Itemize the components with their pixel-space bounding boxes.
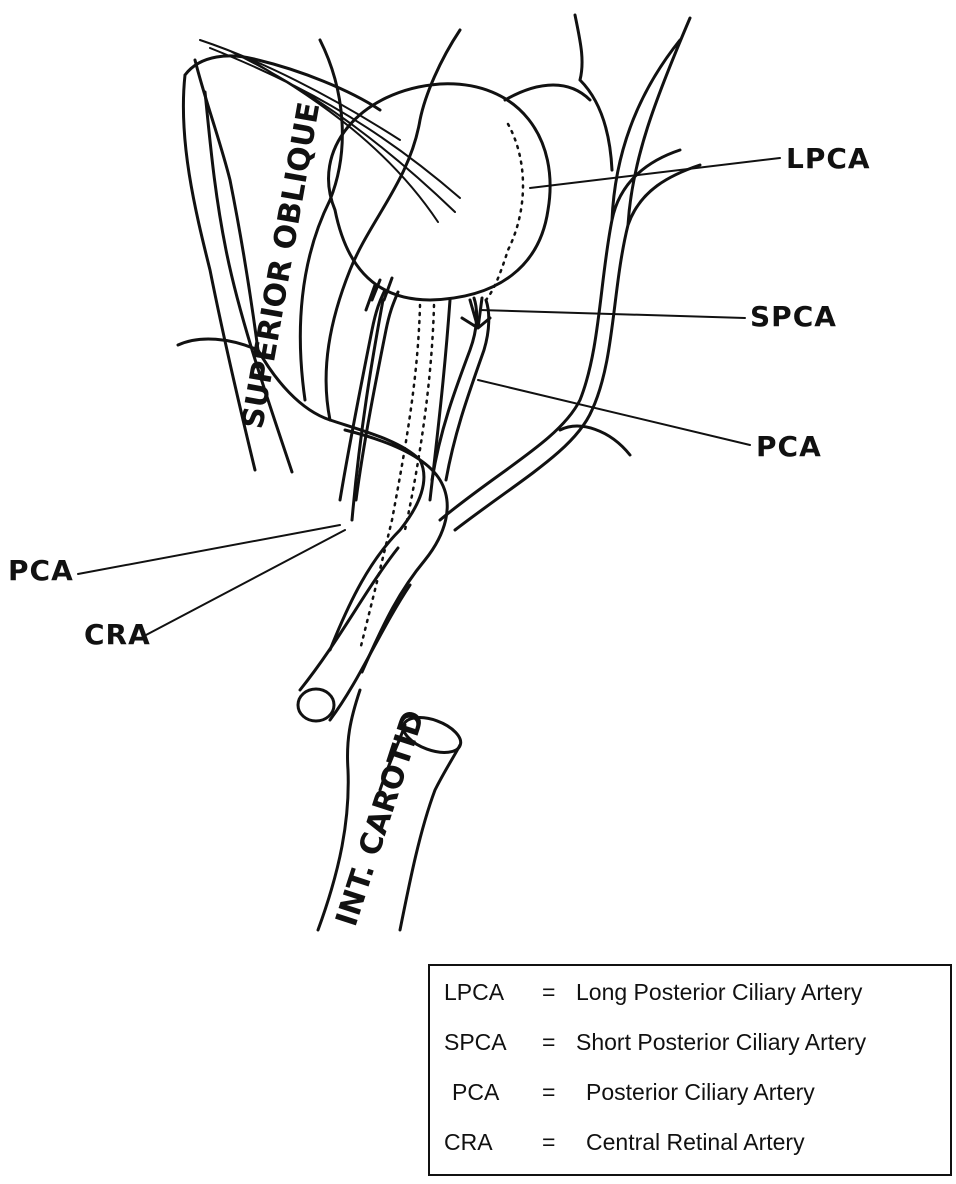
- supraorbital-branch: [326, 30, 460, 420]
- legend-definition: Posterior Ciliary Artery: [586, 1072, 815, 1112]
- cra-label: CRA: [84, 618, 151, 651]
- optic-nerve: [352, 300, 450, 520]
- legend-abbr: PCA: [452, 1072, 499, 1112]
- lpca-label: LPCA: [786, 142, 871, 175]
- legend-definition: Long Posterior Ciliary Artery: [576, 972, 862, 1012]
- ophthalmic-artery-proximal: [300, 548, 410, 720]
- ophthalmic-artery-cut-end: [298, 689, 334, 721]
- legend-box: LPCA = Long Posterior Ciliary Artery SPC…: [428, 964, 952, 1176]
- left-twig: [178, 339, 258, 350]
- legend-equals: =: [542, 1072, 555, 1112]
- lpca-dotted-course: [486, 124, 523, 300]
- legend-equals: =: [542, 1022, 555, 1062]
- legend-definition: Central Retinal Artery: [586, 1122, 805, 1162]
- pca-right-leader: [478, 380, 750, 445]
- pca-left-label: PCA: [8, 554, 74, 587]
- legend-abbr: SPCA: [444, 1022, 507, 1062]
- legend-equals: =: [542, 1122, 555, 1162]
- pca-medial-vessel: [340, 290, 398, 500]
- cra-leader: [146, 530, 345, 635]
- upper-right-branch: [505, 15, 612, 170]
- legend-abbr: LPCA: [444, 972, 504, 1012]
- legend-definition: Short Posterior Ciliary Artery: [576, 1022, 866, 1062]
- spca-label: SPCA: [750, 300, 837, 333]
- pca-right-label: PCA: [756, 430, 822, 463]
- legend-abbr: CRA: [444, 1122, 493, 1162]
- lateral-branch: [440, 18, 700, 530]
- legend-equals: =: [542, 972, 555, 1012]
- pca-left-leader: [78, 525, 340, 574]
- far-left-branch: [195, 60, 258, 350]
